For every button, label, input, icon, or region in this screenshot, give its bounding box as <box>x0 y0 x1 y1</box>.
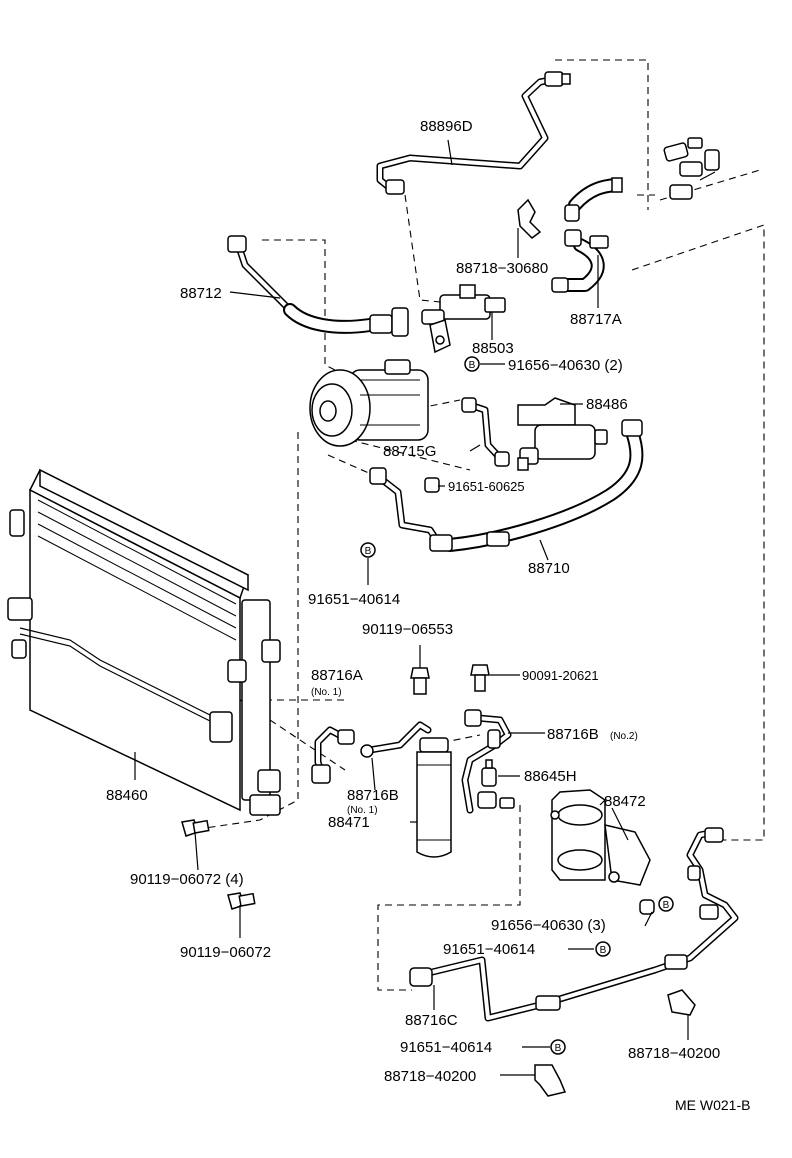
label-88460: 88460 <box>106 787 148 804</box>
label-91656-40630-2: 91656−40630 (2) <box>508 357 623 374</box>
svg-text:B: B <box>555 1043 562 1054</box>
marker-b-5: B <box>550 1039 566 1055</box>
label-88717A: 88717A <box>570 311 622 328</box>
pipe-88716B-no2 <box>461 709 515 814</box>
bolt-90119-06072-4 <box>181 819 210 837</box>
marker-b-1: B <box>464 356 480 372</box>
leader-lines <box>134 139 689 1076</box>
label-88471: 88471 <box>328 814 370 831</box>
label-90119-06553: 90119−06553 <box>362 621 453 638</box>
label-88712: 88712 <box>180 285 222 302</box>
label-88715G: 88715G <box>383 443 436 460</box>
label-88710: 88710 <box>528 560 570 577</box>
compressor <box>309 359 429 447</box>
clip-88718-30680 <box>517 198 542 239</box>
label-91651-40614-b: 91651−40614 <box>443 941 535 958</box>
hose-88717A <box>551 137 720 293</box>
label-reference-code: ME W021-B <box>675 1097 750 1113</box>
label-88645H: 88645H <box>524 768 577 785</box>
svg-text:B: B <box>469 360 476 371</box>
label-91651-40614-c: 91651−40614 <box>400 1039 492 1056</box>
hose-88710 <box>369 419 644 552</box>
label-88486: 88486 <box>586 396 628 413</box>
label-88718-40200-a: 88718−40200 <box>628 1045 720 1062</box>
bolt-90091-20621 <box>470 664 490 692</box>
pipe-88716C <box>409 827 739 1022</box>
label-90091-20621: 90091-20621 <box>522 668 599 683</box>
label-88896D: 88896D <box>420 118 473 135</box>
label-91651-60625: 91651-60625 <box>448 479 525 494</box>
marker-b-2: B <box>360 542 376 558</box>
bolt-90119-06553 <box>410 667 430 695</box>
pipe-88716B-no1 <box>360 721 432 758</box>
bracket-88472 <box>550 789 651 886</box>
nut-91656-40630-3 <box>639 899 655 915</box>
label-90119-06072: 90119−06072 <box>180 944 271 961</box>
label-91656-40630-3: 91656−40630 (3) <box>491 917 606 934</box>
bolt-90119-06072 <box>227 892 256 910</box>
pipe-88896D <box>376 71 571 195</box>
marker-b-3: B <box>658 896 674 912</box>
label-88472: 88472 <box>604 793 646 810</box>
label-88718-40200-b: 88718−40200 <box>384 1068 476 1085</box>
label-91651-40614-a: 91651−40614 <box>308 591 400 608</box>
part-labels: 88896D 88718−30680 88717A 88712 88503 91… <box>106 118 750 1113</box>
condenser-88460 <box>7 468 281 816</box>
label-88718-30680: 88718−30680 <box>456 260 548 277</box>
label-88716A-no: (No. 1) <box>311 687 342 698</box>
clip-88718-40200-a <box>667 989 696 1016</box>
marker-b-4: B <box>595 941 611 957</box>
label-88503: 88503 <box>472 340 514 357</box>
svg-text:B: B <box>365 546 372 557</box>
pipe-88716A <box>311 726 355 784</box>
clip-88718-40200-b <box>534 1064 567 1097</box>
label-88716A: 88716A <box>311 667 363 684</box>
svg-text:B: B <box>600 945 607 956</box>
svg-text:B: B <box>663 900 670 911</box>
valve-88503 <box>421 284 506 354</box>
label-88716B-no1-no: (No. 1) <box>347 805 378 816</box>
label-90119-06072-4: 90119−06072 (4) <box>130 871 244 888</box>
receiver-drier-88471 <box>416 737 452 858</box>
hose-88712 <box>227 235 409 337</box>
label-88716C: 88716C <box>405 1012 458 1029</box>
label-88716B-no2: 88716B <box>547 726 599 743</box>
label-88716B-no2-no: (No.2) <box>610 731 638 742</box>
label-88716B-no1: 88716B <box>347 787 399 804</box>
switch-88645H <box>481 759 497 787</box>
pipe-88715G <box>461 397 510 467</box>
switch-88486 <box>517 397 608 471</box>
